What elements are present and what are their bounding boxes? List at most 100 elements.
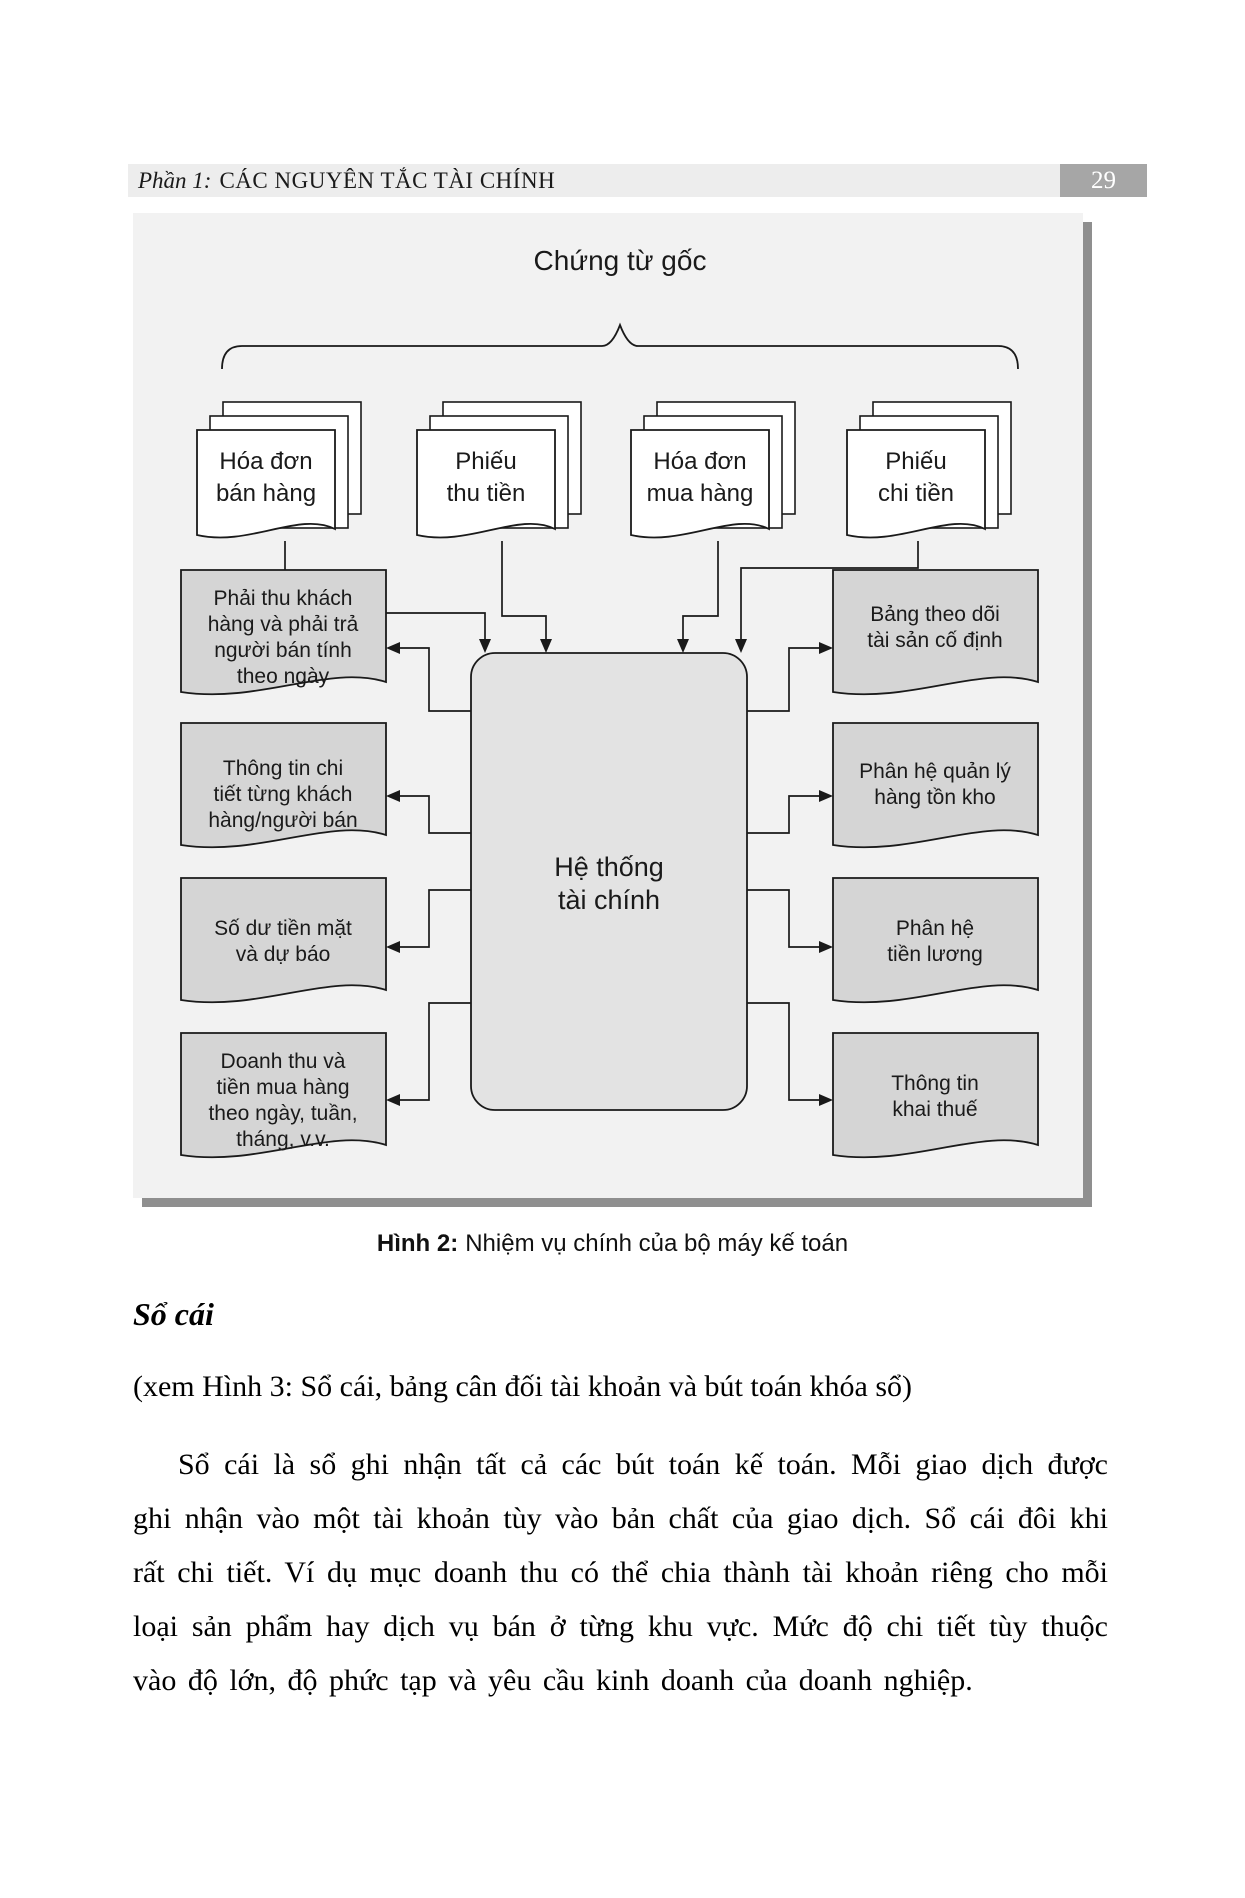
left-box4-line3: theo ngày, tuần, (208, 1102, 357, 1125)
connector-left2 (400, 795, 471, 834)
arrowhead-right-icon (819, 941, 833, 953)
right-box2-line1: Phân hệ quản lý (859, 760, 1011, 783)
brace (221, 322, 1019, 370)
doc-stack-purchase-invoice: Hóa đơn mua hàng (630, 401, 796, 539)
left-box4-line2: tiền mua hàng (216, 1076, 349, 1099)
center-box-line1: Hệ thống (554, 852, 664, 882)
figure-caption-label: Hình 2: (376, 1230, 459, 1257)
connector-right2 (747, 795, 819, 834)
doc4-label-line1: Phiếu (885, 448, 946, 475)
doc2-label-line2: thu tiền (447, 480, 526, 507)
right-box-fixed-assets: Bảng theo dõi tài sản cố định (832, 569, 1039, 696)
doc-stack-sales-invoice: Hóa đơn bán hàng (196, 401, 362, 539)
doc1-label-line2: bán hàng (216, 480, 316, 507)
right-box-inventory-module: Phân hệ quản lý hàng tồn kho (832, 722, 1039, 849)
left-box1-shape (180, 569, 387, 696)
down-arrowheads (479, 639, 747, 653)
doc-stack-receipt-voucher: Phiếu thu tiền (416, 401, 582, 539)
left-box4-line1: Doanh thu và (221, 1050, 346, 1073)
doc-front-sheet (846, 429, 986, 539)
right-box-payroll-module: Phân hệ tiền lương (832, 877, 1039, 1004)
center-to-right-connectors (747, 647, 819, 1101)
left-box2-line1: Thông tin chi (223, 757, 343, 780)
left-box1-line2: hàng và phải trả (208, 613, 359, 636)
arrowhead-down-icon (540, 639, 552, 653)
left-box-revenue-purchases: Doanh thu và tiền mua hàng theo ngày, tu… (180, 1032, 387, 1159)
arrowhead-down-icon (677, 639, 689, 653)
left-box1-line1: Phải thu khách (214, 587, 353, 610)
left-box-customer-vendor-detail: Thông tin chi tiết từng khách hàng/người… (180, 722, 387, 849)
doc4-label-line2: chi tiền (878, 480, 954, 507)
right-box3-line2: tiền lương (887, 943, 983, 966)
right-box1-line1: Bảng theo dõi (870, 603, 1000, 626)
body-paragraph: Sổ cái là sổ ghi nhận tất cả các bút toá… (133, 1448, 1108, 1697)
connector-right4 (747, 1002, 819, 1101)
arrowhead-left-icon (386, 941, 400, 953)
left-box3-line2: và dự báo (236, 943, 331, 966)
arrowhead-left-icon (386, 790, 400, 802)
doc1-label-line1: Hóa đơn (219, 448, 312, 475)
left-box3-shape (180, 877, 387, 1004)
accounting-system-diagram: Chứng từ gốc Hóa đơn bán hàng Phiếu thu … (180, 245, 1039, 1159)
center-to-left-connectors (400, 647, 471, 1101)
doc3-label-line2: mua hàng (647, 480, 754, 507)
right-box2-shape (832, 722, 1039, 849)
arrowhead-right-icon (819, 790, 833, 802)
doc-stack-payment-voucher: Phiếu chi tiền (846, 401, 1012, 539)
connector-doc2 (501, 541, 547, 640)
left-box2-shape (180, 722, 387, 849)
left-box1-line3: người bán tính (214, 639, 352, 662)
arrowhead-left-icon (386, 642, 400, 654)
left-box-receivables-payables: Phải thu khách hàng và phải trả người bá… (180, 569, 387, 696)
arrowhead-down-icon (735, 639, 747, 653)
figure-2-panel: Chứng từ gốc Hóa đơn bán hàng Phiếu thu … (133, 213, 1083, 1198)
connector-left3 (400, 889, 471, 948)
cross-reference-line: (xem Hình 3: Sổ cái, bảng cân đối tài kh… (133, 1370, 912, 1403)
center-box-shape (470, 652, 748, 1111)
running-header: Phần 1: CÁC NGUYÊN TẮC TÀI CHÍNH (128, 164, 1060, 197)
right-box4-line2: khai thuế (892, 1098, 978, 1121)
right-arrowheads (819, 642, 833, 1106)
section-heading: Sổ cái (133, 1296, 214, 1332)
part-label: Phần 1: (138, 167, 212, 193)
right-box1-shape (832, 569, 1039, 696)
left-box3-line1: Số dư tiền mặt (214, 917, 352, 940)
right-box1-line2: tài sản cố định (867, 629, 1002, 652)
connector-doc4 (740, 541, 919, 640)
doc-front-sheet (416, 429, 556, 539)
figure-caption-text: Nhiệm vụ chính của bộ máy kế toán (465, 1230, 849, 1257)
arrowhead-left-icon (386, 1094, 400, 1106)
connector-left1 (400, 647, 471, 712)
doc2-label-line1: Phiếu (455, 448, 516, 475)
connector-doc3 (682, 541, 719, 640)
left-box4-shape (180, 1032, 387, 1159)
connector-left4 (400, 1002, 471, 1101)
figure-caption: Hình 2:Nhiệm vụ chính của bộ máy kế toán (133, 1230, 1092, 1258)
connector-right3 (747, 889, 819, 948)
left-box4-line4: tháng, v.v. (236, 1128, 330, 1151)
doc-front-sheet (196, 429, 336, 539)
page-number-badge: 29 (1060, 164, 1147, 197)
right-box2-line2: hàng tồn kho (874, 786, 995, 809)
arrowhead-right-icon (819, 1094, 833, 1106)
page-number: 29 (1091, 166, 1116, 194)
doc3-label-line1: Hóa đơn (653, 448, 746, 475)
arrowhead-right-icon (819, 642, 833, 654)
left-box2-line3: hàng/người bán (208, 809, 357, 832)
part-title: CÁC NGUYÊN TẮC TÀI CHÍNH (219, 167, 556, 193)
left-box-cash-balance-forecast: Số dư tiền mặt và dự báo (180, 877, 387, 1004)
doc-front-sheet (630, 429, 770, 539)
right-box3-line1: Phân hệ (896, 917, 974, 940)
right-box4-line1: Thông tin (891, 1072, 979, 1095)
center-box-financial-system: Hệ thống tài chính (470, 652, 748, 1111)
left-box2-line2: tiết từng khách (214, 783, 353, 806)
right-box-tax-filing-info: Thông tin khai thuế (832, 1032, 1039, 1159)
left-box1-line4: theo ngày (237, 665, 330, 688)
right-box3-shape (832, 877, 1039, 1004)
arrowhead-down-icon (479, 639, 491, 653)
center-box-line2: tài chính (558, 885, 660, 915)
connector-right1 (747, 647, 819, 712)
left-arrowheads (386, 642, 400, 1106)
right-box4-shape (832, 1032, 1039, 1159)
